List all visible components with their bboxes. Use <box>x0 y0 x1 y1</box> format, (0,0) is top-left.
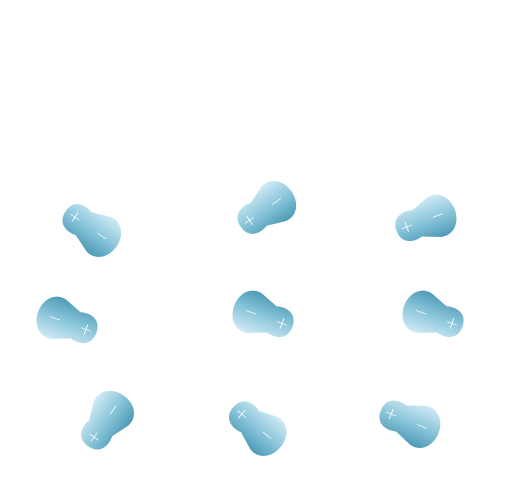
negative-charge-label: − <box>411 415 432 439</box>
polar-molecule: + − <box>379 400 441 448</box>
negative-charge-label: − <box>411 300 431 324</box>
positive-charge-label: + <box>442 311 462 335</box>
positive-charge-label: + <box>272 311 292 335</box>
polar-molecule: + − <box>237 181 297 234</box>
positive-charge-label: + <box>381 402 402 426</box>
polar-molecule: + − <box>62 204 122 257</box>
negative-charge-label: − <box>428 204 448 228</box>
polar-molecule: + − <box>81 390 134 450</box>
positive-charge-label: + <box>76 317 96 341</box>
polar-molecule: + − <box>402 290 464 337</box>
polar-molecule: + − <box>229 401 287 456</box>
negative-charge-label: − <box>45 306 65 330</box>
negative-charge-label: − <box>241 300 261 324</box>
polar-molecule: + − <box>395 194 457 241</box>
positive-charge-label: + <box>397 215 417 239</box>
polar-molecule: + − <box>232 290 294 337</box>
polar-molecule: + − <box>36 296 98 343</box>
